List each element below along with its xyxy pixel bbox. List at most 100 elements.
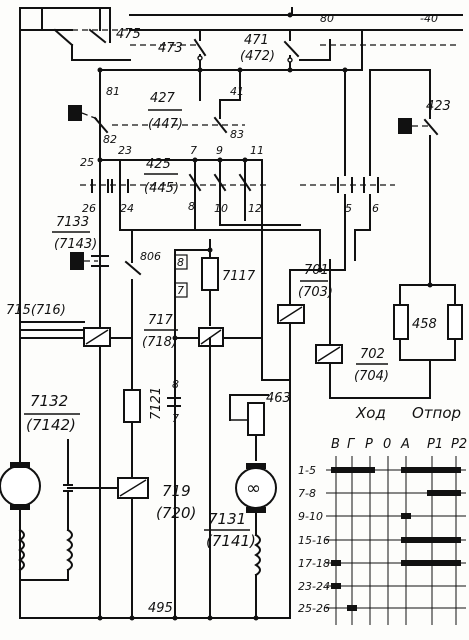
label-715: 715(716) bbox=[6, 303, 66, 318]
label-806: 806 bbox=[140, 250, 161, 263]
table-mark bbox=[401, 560, 461, 566]
table-mark bbox=[331, 583, 341, 589]
label-81: 81 bbox=[106, 85, 120, 98]
coil-719: 719 (720) bbox=[67, 469, 196, 619]
resistor-7122: 8 7 7117 bbox=[174, 239, 256, 326]
contact-7133: 7133 (7143) bbox=[52, 215, 109, 291]
contacts-5-6: 5 6 bbox=[300, 69, 395, 261]
table-row-label: 25-26 bbox=[298, 602, 330, 615]
coil-717: 717 (718) bbox=[142, 199, 263, 619]
table-mark bbox=[401, 513, 411, 519]
resistor-458: 458 bbox=[329, 284, 463, 399]
push-button-icon-b bbox=[398, 118, 412, 134]
push-button-icon-a bbox=[68, 105, 82, 121]
label-7143: (7143) bbox=[54, 237, 97, 252]
table-mark bbox=[427, 490, 461, 496]
label-83: 83 bbox=[230, 128, 244, 141]
label-473: 473 bbox=[158, 41, 183, 56]
label-b: 8 bbox=[172, 378, 179, 391]
label-23: 23 bbox=[118, 144, 132, 157]
motor-icon-left bbox=[0, 465, 41, 507]
coil-715: 715(716) bbox=[6, 303, 133, 347]
relay-427: 427 (447) bbox=[112, 69, 245, 132]
label-703: (703) bbox=[298, 285, 333, 300]
label-82: 82 bbox=[103, 133, 117, 146]
label-8a: 8 bbox=[188, 200, 195, 213]
table-column-header: Р2 bbox=[451, 437, 467, 452]
label-463: 463 bbox=[266, 391, 291, 406]
contacts-row: 25 23 26 24 425 (445) 7 8 9 10 11 12 bbox=[80, 144, 321, 231]
table-column-header: А bbox=[400, 437, 410, 452]
table-row-label: 7-8 bbox=[298, 487, 316, 500]
switch-475: 475 bbox=[53, 7, 200, 61]
label-9: 9 bbox=[216, 144, 223, 157]
label-12: 12 bbox=[248, 202, 262, 215]
label-11: 11 bbox=[250, 144, 264, 157]
table-marks bbox=[331, 467, 461, 611]
label-6: 6 bbox=[372, 202, 379, 215]
switch-473: 473 bbox=[158, 29, 207, 71]
table-column-header: Р1 bbox=[427, 437, 443, 452]
table-column-header: 0 bbox=[383, 437, 391, 452]
label-471: 471 bbox=[244, 33, 269, 48]
coil-702: 702 (704) bbox=[315, 259, 389, 399]
label-445: (445) bbox=[144, 181, 179, 196]
label-7121: 7121 bbox=[149, 387, 164, 420]
label-voltage: 80 bbox=[320, 12, 334, 25]
table-mark bbox=[331, 467, 375, 473]
label-7133: 7133 bbox=[56, 215, 89, 230]
coil-701: 701 (703) bbox=[277, 229, 346, 346]
table-row-label: 1-5 bbox=[298, 464, 316, 477]
label-41: 41 bbox=[230, 85, 244, 98]
bottom-bus: 495 bbox=[19, 601, 291, 621]
label-24: 24 bbox=[120, 202, 134, 215]
motor-7132: 7132 (7142) bbox=[0, 392, 80, 619]
label-458: 458 bbox=[412, 317, 437, 332]
label-7117: 7117 bbox=[222, 269, 256, 284]
label-5: 5 bbox=[345, 202, 352, 215]
junction-nodes bbox=[97, 12, 433, 341]
table-header-left: Ход bbox=[355, 404, 386, 422]
table-row-label: 15-16 bbox=[298, 534, 330, 547]
table-row-label: 17-18 bbox=[298, 557, 330, 570]
label-7a: 7 bbox=[190, 144, 197, 157]
contact-81-82: 81 82 bbox=[68, 85, 120, 146]
motor-7131: 463 ∞ 7131 (7141) bbox=[204, 337, 291, 619]
table-mark bbox=[401, 537, 461, 543]
table-row-label: 9-10 bbox=[298, 510, 323, 523]
contact-806: 806 bbox=[124, 229, 161, 391]
label-428: 423 bbox=[426, 99, 451, 114]
label-7132: 7132 bbox=[30, 392, 68, 410]
contact-41-83: 41 83 bbox=[213, 69, 244, 141]
label-7131: 7131 bbox=[208, 510, 246, 528]
table-column-header: В bbox=[331, 437, 340, 452]
table-mark bbox=[347, 605, 357, 611]
label-7142: (7142) bbox=[26, 416, 76, 434]
label-702: 702 bbox=[360, 347, 385, 362]
label-7: 7 bbox=[172, 412, 179, 425]
push-button-icon-c bbox=[70, 252, 84, 270]
table-mark bbox=[401, 467, 461, 473]
table-row-label: 23-24 bbox=[298, 580, 330, 593]
infinity-icon: ∞ bbox=[246, 478, 261, 499]
label-701: 701 bbox=[304, 263, 329, 278]
label-720: (720) bbox=[156, 504, 196, 522]
label-718: (718) bbox=[142, 335, 177, 350]
switch-471: 471 (472) bbox=[240, 29, 300, 71]
table-column-header: Г bbox=[347, 437, 356, 452]
label-26: 26 bbox=[82, 202, 96, 215]
label-b2: 8 bbox=[177, 256, 184, 269]
table-mark bbox=[331, 560, 341, 566]
label-425: 425 bbox=[146, 157, 171, 172]
label-717: 717 bbox=[148, 313, 174, 328]
table-column-header: Р bbox=[365, 437, 373, 452]
label-427: 427 bbox=[150, 91, 176, 106]
label-7141: (7141) bbox=[206, 532, 256, 550]
label-495: 495 bbox=[148, 601, 173, 616]
label-7b: 7 bbox=[177, 284, 184, 297]
label-719: 719 bbox=[162, 482, 191, 500]
table-header-right: Отпор bbox=[412, 404, 461, 422]
